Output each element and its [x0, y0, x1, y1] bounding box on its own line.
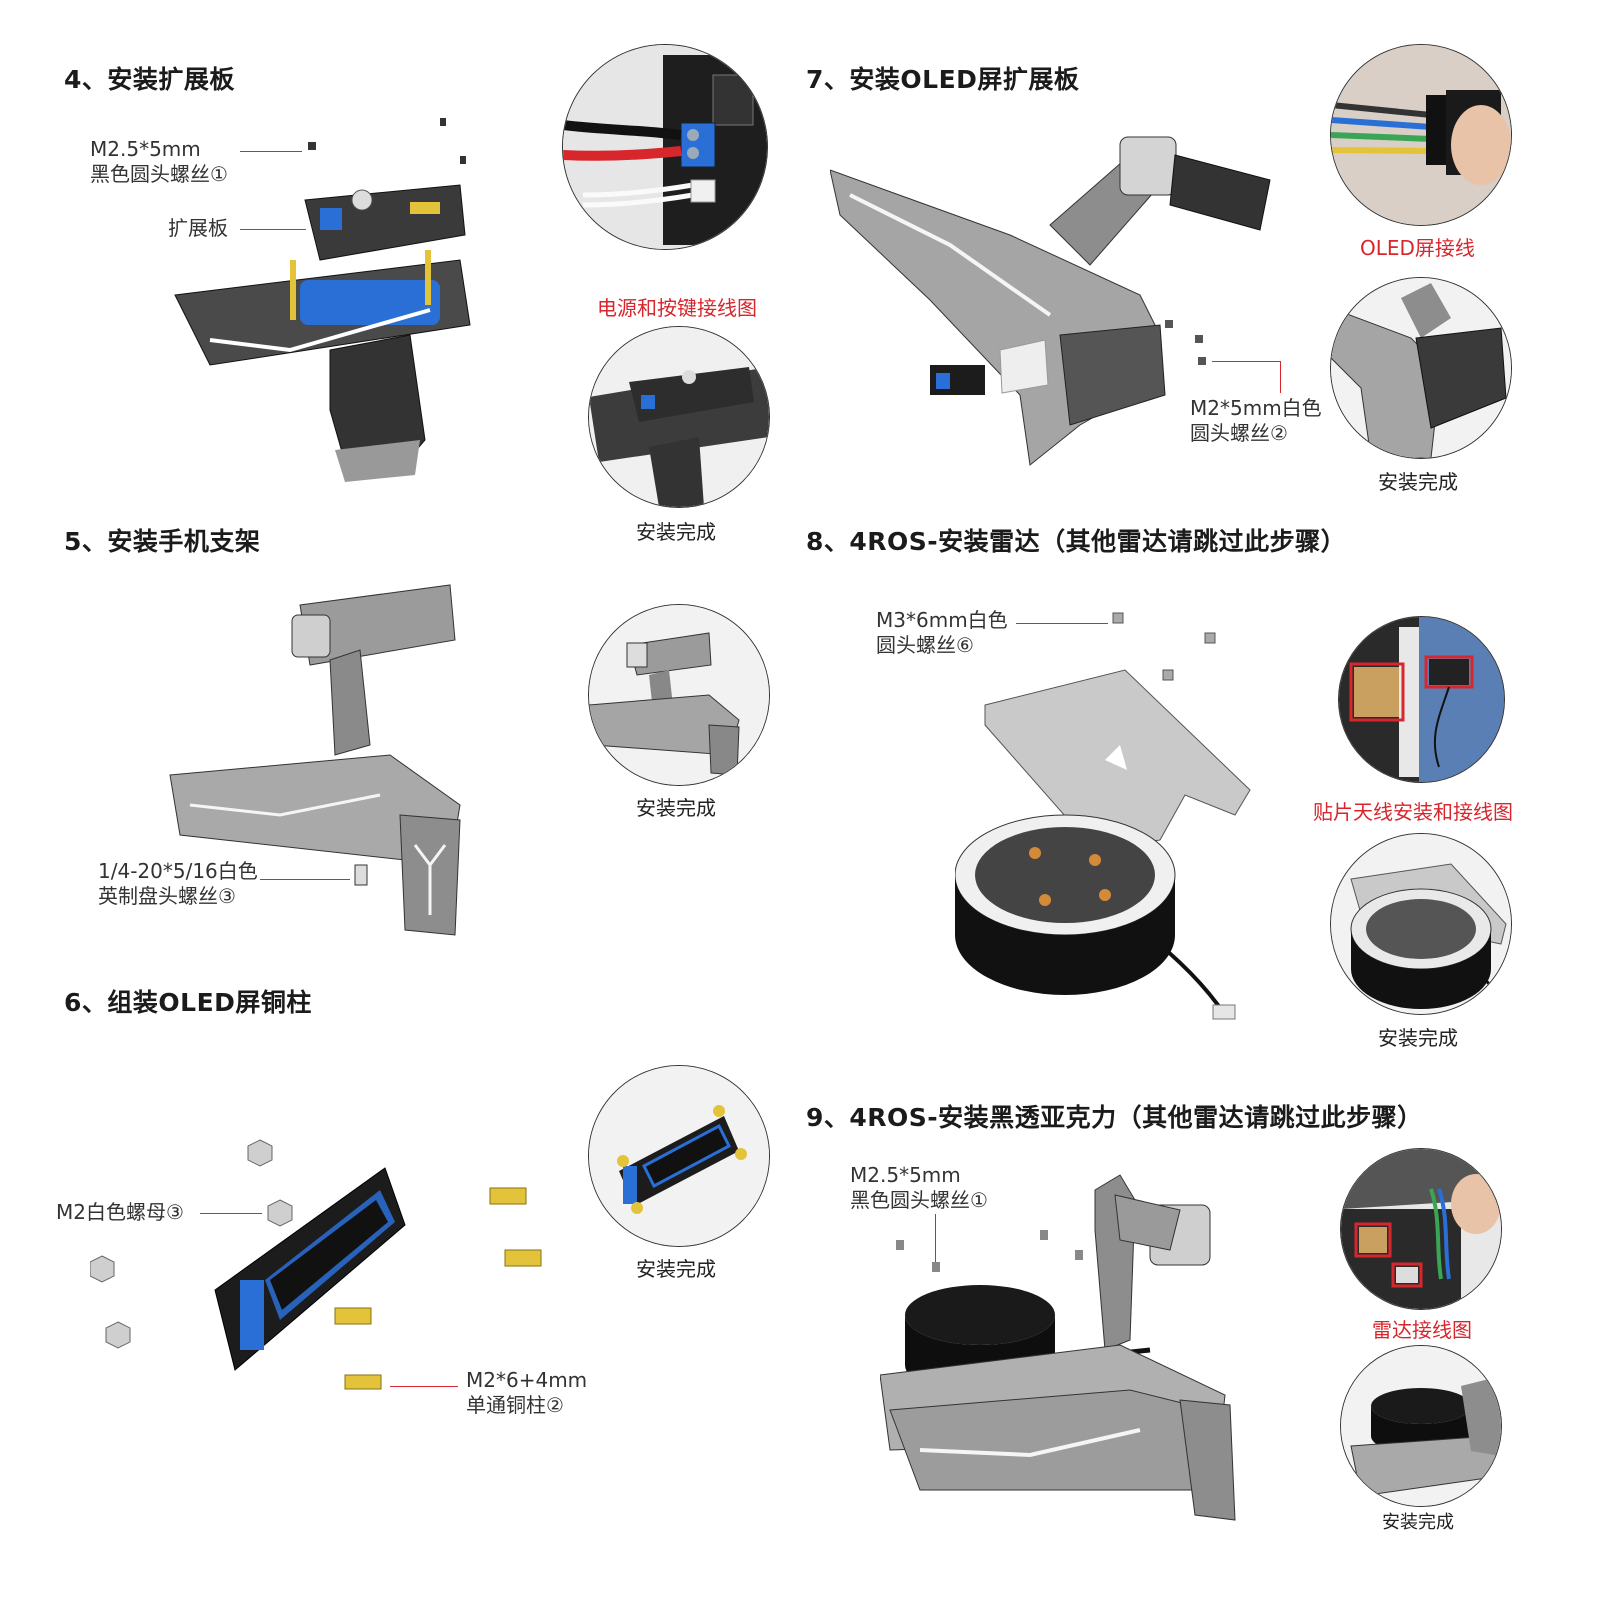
step4-done-caption: 安装完成 — [636, 520, 716, 544]
step6-pillar-label: M2*6+4mm 单通铜柱② — [466, 1368, 588, 1417]
step7-done-caption: 安装完成 — [1378, 470, 1458, 494]
step4-screw-leader — [240, 151, 302, 152]
step7-illustration — [830, 125, 1280, 485]
step6-done-caption: 安装完成 — [636, 1257, 716, 1281]
step8-wiring-photo — [1338, 616, 1505, 783]
step6-pillar-leader — [390, 1386, 458, 1387]
step7-done-photo — [1330, 277, 1512, 459]
step6-nut-label: M2白色螺母③ — [56, 1200, 184, 1224]
step6-title: 6、组装OLED屏铜柱 — [64, 988, 312, 1017]
step6-done-photo — [588, 1065, 770, 1247]
step5-illustration — [160, 575, 470, 940]
step9-done-photo — [1340, 1345, 1502, 1507]
step8-screw-label: M3*6mm白色 圆头螺丝⑥ — [876, 608, 1008, 657]
step4-illustration — [170, 110, 480, 490]
step5-screw-leader — [260, 879, 350, 880]
step5-title: 5、安装手机支架 — [64, 527, 261, 556]
step4-title: 4、安装扩展板 — [64, 65, 235, 94]
step9-wiring-caption: 雷达接线图 — [1372, 1318, 1472, 1342]
step7-title: 7、安装OLED屏扩展板 — [806, 65, 1080, 94]
step4-wiring-photo — [562, 44, 768, 250]
step5-done-caption: 安装完成 — [636, 796, 716, 820]
step8-done-caption: 安装完成 — [1378, 1026, 1458, 1050]
step9-screw-label: M2.5*5mm 黑色圆头螺丝① — [850, 1163, 988, 1212]
step7-screw-leader-h — [1212, 361, 1280, 362]
step6-nut-leader — [200, 1213, 262, 1214]
step9-done-caption: 安装完成 — [1382, 1512, 1454, 1533]
step9-wiring-photo — [1340, 1148, 1502, 1310]
step5-screw-label: 1/4-20*5/16白色 英制盘头螺丝③ — [98, 859, 258, 908]
step7-screw-leader-v — [1280, 361, 1281, 393]
step8-done-photo — [1330, 833, 1512, 1015]
step4-done-photo — [588, 326, 770, 508]
step8-illustration — [955, 605, 1255, 1025]
step8-screw-leader — [1016, 623, 1108, 624]
step9-title: 9、4ROS-安装黑透亚克力（其他雷达请跳过此步骤） — [806, 1103, 1423, 1132]
step7-wiring-caption: OLED屏接线 — [1360, 236, 1475, 260]
step9-illustration — [880, 1150, 1260, 1530]
step5-done-photo — [588, 604, 770, 786]
step4-screw-label: M2.5*5mm 黑色圆头螺丝① — [90, 137, 228, 186]
step6-illustration — [90, 1130, 560, 1390]
step7-screw-label: M2*5mm白色 圆头螺丝② — [1190, 396, 1322, 445]
step9-screw-leader — [935, 1214, 936, 1262]
step8-title: 8、4ROS-安装雷达（其他雷达请跳过此步骤） — [806, 527, 1347, 556]
step4-board-leader — [240, 229, 306, 230]
step4-board-label: 扩展板 — [168, 216, 228, 240]
step7-wiring-photo — [1330, 44, 1512, 226]
step8-wiring-caption: 贴片天线安装和接线图 — [1313, 800, 1513, 824]
step4-wiring-caption: 电源和按键接线图 — [597, 296, 757, 320]
